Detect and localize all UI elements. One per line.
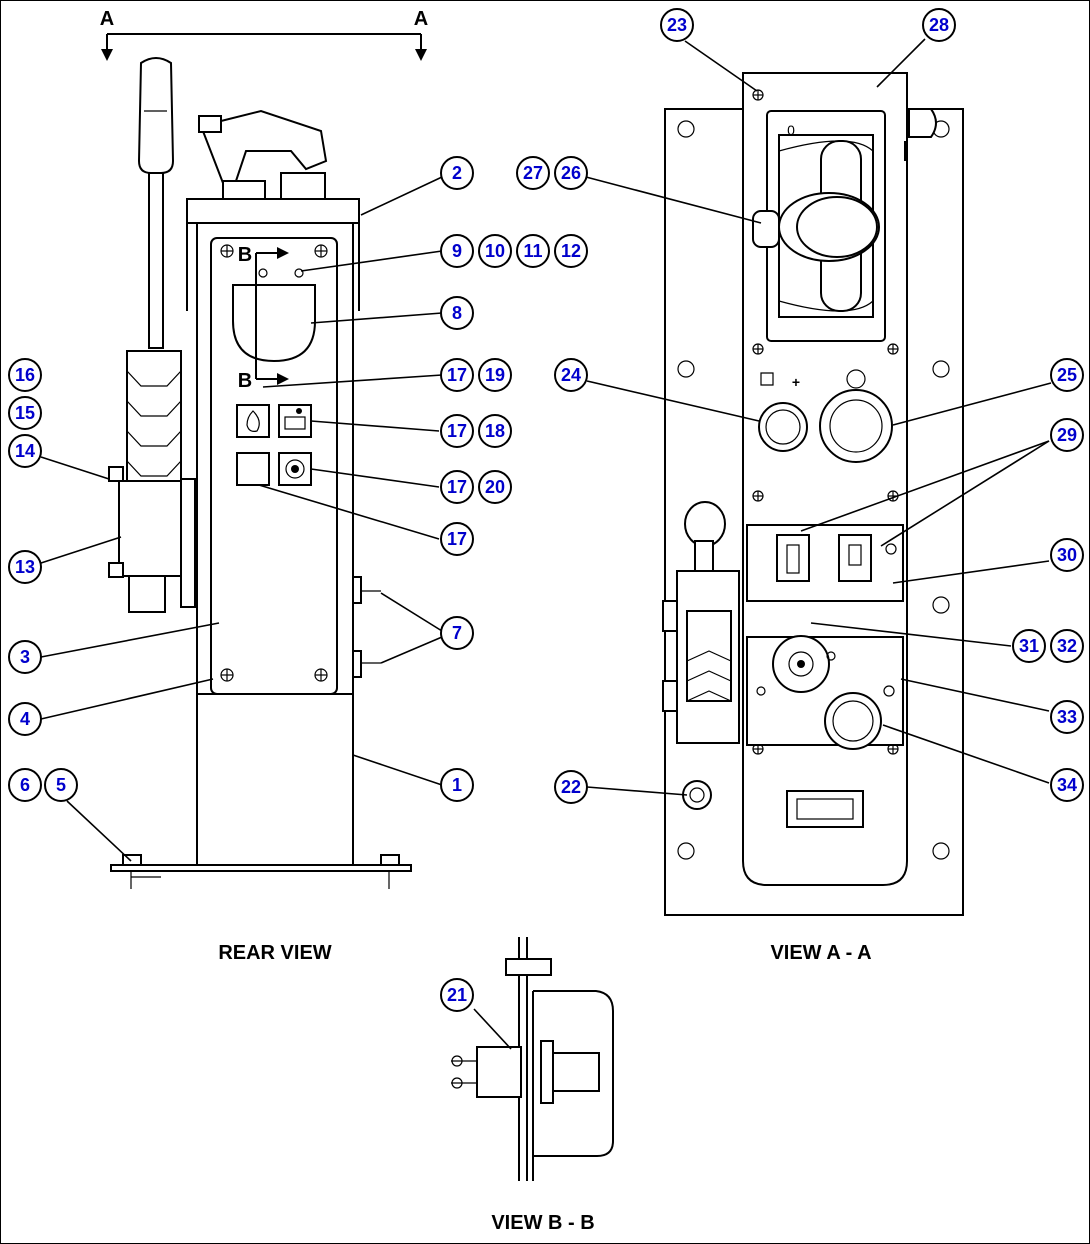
svg-text:17: 17: [447, 477, 467, 497]
view-b-drawing: [451, 937, 614, 1181]
svg-text:27: 27: [523, 163, 543, 183]
svg-text:1: 1: [452, 775, 462, 795]
svg-text:15: 15: [15, 403, 35, 423]
callout-12: 12: [554, 234, 588, 268]
svg-text:0: 0: [787, 122, 795, 138]
callout-10: 10: [478, 234, 512, 268]
callout-1: 1: [440, 768, 474, 802]
svg-text:19: 19: [485, 365, 505, 385]
svg-text:26: 26: [561, 163, 581, 183]
callout-26: 26: [554, 156, 588, 190]
callout-32: 32: [1050, 629, 1084, 663]
svg-text:14: 14: [15, 441, 35, 461]
svg-text:+: +: [792, 374, 800, 390]
svg-text:2: 2: [452, 163, 462, 183]
caption-rear-view: REAR VIEW: [218, 942, 331, 964]
svg-text:32: 32: [1057, 636, 1077, 656]
svg-text:24: 24: [561, 365, 581, 385]
callout-34: 34: [1050, 768, 1084, 802]
section-mark-a-right: A: [414, 8, 428, 30]
svg-text:31: 31: [1019, 636, 1039, 656]
svg-text:13: 13: [15, 557, 35, 577]
svg-text:6: 6: [20, 775, 30, 795]
callout-17-b: 17: [440, 414, 474, 448]
svg-text:4: 4: [20, 709, 30, 729]
callout-22: 22: [554, 770, 588, 804]
callout-17-a: 17: [440, 358, 474, 392]
callout-31: 31: [1012, 629, 1046, 663]
svg-text:18: 18: [485, 421, 505, 441]
callout-20: 20: [478, 470, 512, 504]
leader-lines: [40, 38, 1052, 1050]
svg-text:11: 11: [523, 241, 542, 261]
svg-text:21: 21: [447, 985, 467, 1005]
callout-17-d: 17: [440, 522, 474, 556]
svg-text:5: 5: [56, 775, 66, 795]
svg-text:17: 17: [447, 365, 467, 385]
callout-5: 5: [44, 768, 78, 802]
svg-text:22: 22: [561, 777, 581, 797]
svg-text:9: 9: [452, 241, 462, 261]
svg-text:12: 12: [561, 241, 581, 261]
view-a-drawing: 0 +: [662, 72, 964, 916]
callout-33: 33: [1050, 700, 1084, 734]
callout-8: 8: [440, 296, 474, 330]
rear-view-drawing: [101, 33, 427, 889]
callout-9: 9: [440, 234, 474, 268]
svg-text:30: 30: [1057, 545, 1077, 565]
callout-21: 21: [440, 978, 474, 1012]
svg-text:3: 3: [20, 647, 30, 667]
callout-17-c: 17: [440, 470, 474, 504]
svg-text:10: 10: [485, 241, 505, 261]
svg-text:8: 8: [452, 303, 462, 323]
callout-23: 23: [660, 8, 694, 42]
callout-7: 7: [440, 616, 474, 650]
svg-text:29: 29: [1057, 425, 1077, 445]
svg-text:34: 34: [1057, 775, 1077, 795]
callout-19: 19: [478, 358, 512, 392]
callout-15: 15: [8, 396, 42, 430]
callout-13: 13: [8, 550, 42, 584]
callout-4: 4: [8, 702, 42, 736]
callout-28: 28: [922, 8, 956, 42]
svg-text:23: 23: [667, 15, 687, 35]
svg-text:17: 17: [447, 421, 467, 441]
section-mark-b-top: B: [238, 244, 252, 266]
caption-view-b: VIEW B - B: [491, 1212, 594, 1234]
callout-16: 16: [8, 358, 42, 392]
callout-18: 18: [478, 414, 512, 448]
callout-14: 14: [8, 434, 42, 468]
callout-30: 30: [1050, 538, 1084, 572]
svg-text:7: 7: [452, 623, 462, 643]
caption-view-a: VIEW A - A: [770, 942, 871, 964]
section-mark-b-bottom: B: [238, 370, 252, 392]
callout-2: 2: [440, 156, 474, 190]
svg-text:16: 16: [15, 365, 35, 385]
svg-text:33: 33: [1057, 707, 1077, 727]
callout-25: 25: [1050, 358, 1084, 392]
section-mark-a-left: A: [100, 8, 114, 30]
callout-27: 27: [516, 156, 550, 190]
callout-6: 6: [8, 768, 42, 802]
svg-text:17: 17: [447, 529, 467, 549]
callout-24: 24: [554, 358, 588, 392]
svg-text:28: 28: [929, 15, 949, 35]
callout-11: 11: [516, 234, 550, 268]
svg-text:25: 25: [1057, 365, 1077, 385]
callout-3: 3: [8, 640, 42, 674]
callout-29: 29: [1050, 418, 1084, 452]
svg-text:20: 20: [485, 477, 505, 497]
